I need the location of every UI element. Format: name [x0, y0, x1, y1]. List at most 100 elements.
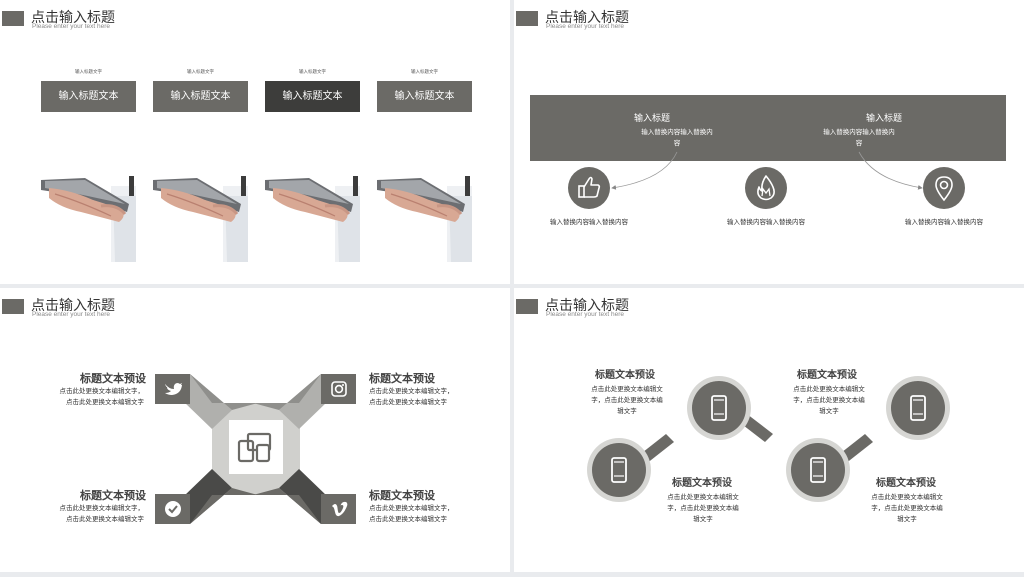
block-text-line: 点击此处更换文本编辑文 [871, 494, 943, 501]
block-text-line: 点击此处更换文本编辑文字， [59, 505, 145, 512]
fire-icon [757, 175, 775, 201]
block-text-line: 点击此处更换文本编辑文 [793, 386, 865, 393]
cap-bottom-right [321, 494, 356, 524]
page-title[interactable]: 点击输入标题 [31, 9, 115, 25]
block-text-line: 点击此处更换文本编辑文 [591, 386, 663, 393]
page-subtitle[interactable]: Please enter your text here [32, 311, 111, 318]
block-text-line: 点击此处更换文本编辑文字， [369, 388, 454, 395]
block-text-line: 辑文字 [617, 408, 637, 415]
x-diagram [155, 374, 356, 524]
band-text-line: 容 [855, 140, 863, 147]
band-text[interactable]: 输入替换内容输入替换内 容 [804, 127, 914, 149]
block-title[interactable]: 标题文本预设 [369, 490, 435, 502]
block-text-line: 字，点击此处更换文本编 [793, 397, 865, 404]
block-text[interactable]: 点击此处更换文本编辑文 字，点击此处更换文本编 辑文字 [862, 492, 952, 525]
block-title[interactable]: 标题文本预设 [369, 373, 435, 385]
slide-tabs-photos[interactable]: 点击输入标题 Please enter your text here 输入标题文… [0, 0, 510, 284]
thumbs-up-icon [578, 176, 601, 198]
block-text[interactable]: 点击此处更换文本编辑文字， 点击此处更换文本编辑文字 [46, 386, 145, 408]
block-text-line: 点击此处更换文本编辑文字， [369, 505, 454, 512]
block-text[interactable]: 点击此处更换文本编辑文字， 点击此处更换文本编辑文字 [369, 386, 454, 408]
block-text[interactable]: 点击此处更换文本编辑文字， 点击此处更换文本编辑文字 [369, 503, 454, 525]
band-text-line: 输入替换内容输入替换内 [823, 129, 895, 136]
block-text-line: 字，点击此处更换文本编 [591, 397, 663, 404]
magnifier-diagram [587, 376, 950, 502]
instagram-icon [331, 381, 347, 397]
connector-arrows [611, 151, 923, 190]
block-title[interactable]: 标题文本预设 [797, 370, 857, 381]
block-text[interactable]: 点击此处更换文本编辑文 字，点击此处更换文本编 辑文字 [658, 492, 748, 525]
page-subtitle[interactable]: Please enter your text here [32, 23, 111, 30]
item-small-label[interactable]: 输入标题文字 [75, 69, 102, 74]
block-title[interactable]: 标题文本预设 [672, 478, 732, 489]
band-text-line: 容 [673, 140, 681, 147]
block-text-line: 点击此处更换文本编辑文字 [369, 516, 447, 523]
location-pin-circle[interactable] [923, 167, 965, 209]
item-small-label[interactable]: 输入标题文字 [411, 69, 438, 74]
title-box[interactable]: 输入标题文本 [41, 81, 136, 112]
page-subtitle[interactable]: Please enter your text here [546, 23, 625, 30]
phone-hand-photo [265, 176, 360, 262]
item-small-label[interactable]: 输入标题文字 [187, 69, 214, 74]
block-title[interactable]: 标题文本预设 [876, 478, 936, 489]
block-text[interactable]: 点击此处更换文本编辑文 字，点击此处更换文本编 辑文字 [784, 384, 874, 417]
smartphone-icon [711, 395, 727, 421]
page-title[interactable]: 点击输入标题 [545, 297, 629, 313]
block-text-line: 点击此处更换文本编辑文字， [59, 388, 145, 395]
header-accent-bar [2, 11, 24, 26]
block-text[interactable]: 点击此处更换文本编辑文 字，点击此处更换文本编 辑文字 [582, 384, 672, 417]
page-title[interactable]: 点击输入标题 [545, 9, 629, 25]
block-text[interactable]: 点击此处更换文本编辑文字， 点击此处更换文本编辑文字 [46, 503, 145, 525]
smartphone-icon [810, 457, 826, 483]
block-text-line: 辑文字 [693, 516, 713, 523]
title-box[interactable]: 输入标题文本 [153, 81, 248, 112]
item-small-label[interactable]: 输入标题文字 [299, 69, 326, 74]
fire-circle[interactable] [745, 167, 787, 209]
magnifier-lens [692, 381, 746, 435]
vimeo-icon [332, 501, 348, 517]
header-accent-bar [516, 11, 538, 26]
icon-caption[interactable]: 输入替换内容输入替换内容 [905, 219, 983, 226]
block-text-line: 字，点击此处更换文本编 [871, 505, 943, 512]
devices-icon [237, 432, 272, 463]
twitter-icon [165, 383, 182, 395]
block-title[interactable]: 标题文本预设 [80, 490, 146, 502]
block-text-line: 点击此处更换文本编辑文字 [369, 399, 447, 406]
cap-top-right [321, 374, 356, 404]
block-text-line: 点击此处更换文本编辑文字 [66, 516, 144, 523]
page-title[interactable]: 点击输入标题 [31, 297, 115, 313]
block-text-line: 点击此处更换文本编辑文字 [66, 399, 144, 406]
block-title[interactable]: 标题文本预设 [80, 373, 146, 385]
icon-caption[interactable]: 输入替换内容输入替换内容 [550, 219, 628, 226]
block-text-line: 辑文字 [897, 516, 917, 523]
block-text-line: 点击此处更换文本编辑文 [667, 494, 739, 501]
phone-hand-photo [153, 176, 248, 262]
block-title[interactable]: 标题文本预设 [595, 370, 655, 381]
location-pin-icon [935, 176, 953, 202]
title-box-active[interactable]: 输入标题文本 [265, 81, 360, 112]
header-accent-bar [2, 299, 24, 314]
block-text-line: 字，点击此处更换文本编 [667, 505, 739, 512]
band-text-line: 输入替换内容输入替换内 [641, 129, 713, 136]
slide-x-diagram[interactable]: 点击输入标题 Please enter your text here [0, 288, 510, 572]
magnifier-lens [891, 381, 945, 435]
band-title[interactable]: 输入标题 [865, 113, 902, 123]
title-box[interactable]: 输入标题文本 [377, 81, 472, 112]
smartphone-icon [611, 457, 627, 483]
band-title[interactable]: 输入标题 [633, 113, 670, 123]
phone-hand-photo [41, 176, 136, 262]
checkmark-icon [165, 501, 181, 517]
slide-magnifier-diagram[interactable]: 点击输入标题 Please enter your text here 标题文 [514, 288, 1024, 572]
icon-caption[interactable]: 输入替换内容输入替换内容 [727, 219, 805, 226]
phone-hand-photo [377, 176, 472, 262]
band-text[interactable]: 输入替换内容输入替换内 容 [622, 127, 732, 149]
block-text-line: 辑文字 [819, 408, 839, 415]
header-accent-bar [516, 299, 538, 314]
magnifier-lens [592, 443, 646, 497]
slide-band-icons[interactable]: 点击输入标题 Please enter your text here 输入标题 … [514, 0, 1024, 284]
thumbs-up-circle[interactable] [568, 167, 610, 209]
smartphone-icon [910, 395, 926, 421]
magnifier-lens [791, 443, 845, 497]
content-band [530, 95, 1006, 161]
page-subtitle[interactable]: Please enter your text here [546, 311, 625, 318]
